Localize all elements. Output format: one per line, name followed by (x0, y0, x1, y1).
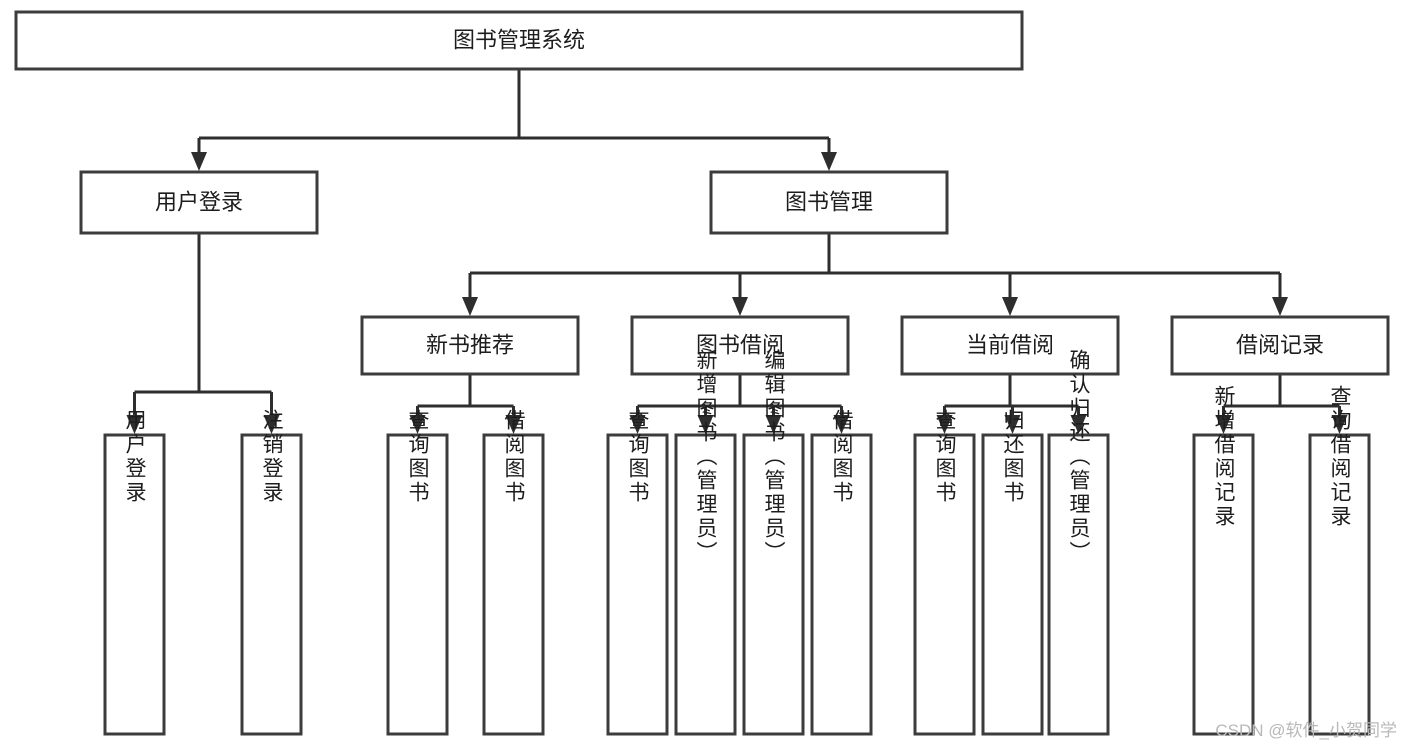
node-leaf-borrow-book-1[interactable]: 借阅图书 (482, 409, 545, 736)
node-user-login[interactable]: 用户登录 (79, 170, 319, 235)
node-label: 新增图书（管理员） (694, 349, 718, 565)
node-current-borrow[interactable]: 当前借阅 (900, 315, 1120, 376)
node-box (742, 433, 805, 736)
node-new-book-rec[interactable]: 新书推荐 (360, 315, 580, 376)
node-box (674, 433, 737, 736)
node-label: 借阅图书 (502, 409, 526, 505)
node-box (913, 433, 976, 736)
node-leaf-query-book-2[interactable]: 查询图书 (606, 409, 669, 736)
node-book-borrow[interactable]: 图书借阅 (630, 315, 850, 376)
node-box (981, 433, 1044, 736)
node-label: 借阅图书 (830, 409, 854, 505)
arrow-head-icon (505, 415, 522, 434)
arrow-head-icon (1070, 415, 1087, 434)
node-box (240, 433, 303, 736)
edge-group-user-login (126, 233, 280, 434)
node-box (1047, 433, 1110, 736)
arrow-head-icon (765, 415, 782, 434)
node-box (1192, 433, 1255, 736)
edge-group-book-borrow (629, 374, 850, 434)
node-box (709, 170, 949, 235)
node-label: 查询图书 (406, 409, 430, 505)
arrow-head-icon (1004, 415, 1021, 434)
arrow-head-icon (409, 415, 426, 434)
arrow-head-icon (462, 297, 478, 316)
node-leaf-return-book[interactable]: 归还图书 (981, 409, 1044, 736)
arrow-head-icon (191, 152, 207, 171)
node-label: 图书管理 (785, 189, 873, 214)
node-leaf-logout[interactable]: 注销登录 (240, 409, 303, 736)
connector-layer (126, 69, 1348, 434)
node-leaf-query-book-3[interactable]: 查询图书 (913, 409, 976, 736)
arrow-head-icon (1002, 297, 1018, 316)
arrow-head-icon (1272, 297, 1288, 316)
node-label: 编辑图书（管理员） (762, 349, 786, 565)
edge-group-borrow-record (1215, 374, 1348, 434)
node-box (810, 433, 873, 736)
arrow-head-icon (821, 152, 837, 171)
node-box (1170, 315, 1390, 376)
node-box (900, 315, 1120, 376)
node-box (14, 10, 1024, 71)
arrow-head-icon (697, 415, 714, 434)
node-box (386, 433, 449, 736)
node-label: 用户登录 (155, 189, 243, 214)
node-label: 查询图书 (933, 409, 957, 505)
node-borrow-record[interactable]: 借阅记录 (1170, 315, 1390, 376)
node-label: 借阅记录 (1236, 332, 1324, 357)
arrow-head-icon (1331, 415, 1348, 434)
edge-group-current-borrow (936, 374, 1087, 434)
arrow-head-icon (936, 415, 953, 434)
node-box (482, 433, 545, 736)
node-box (630, 315, 850, 376)
node-label: 归还图书 (1001, 409, 1025, 505)
node-leaf-confirm-return[interactable]: 确认归还（管理员） (1047, 349, 1110, 736)
node-book-manage[interactable]: 图书管理 (709, 170, 949, 235)
csdn-watermark: CSDN @软件_小贺同学 (1215, 721, 1397, 740)
node-label: 确认归还（管理员） (1067, 349, 1091, 565)
node-label: 用户登录 (123, 409, 147, 505)
node-box (103, 433, 166, 736)
edge-group-new-book-rec (409, 374, 522, 434)
node-label: 当前借阅 (966, 332, 1054, 357)
arrow-head-icon (833, 415, 850, 434)
node-root[interactable]: 图书管理系统 (14, 10, 1024, 71)
node-leaf-user-login[interactable]: 用户登录 (103, 409, 166, 736)
node-label: 查询借阅记录 (1328, 385, 1352, 529)
node-box (79, 170, 319, 235)
node-label: 注销登录 (260, 409, 284, 505)
node-leaf-borrow-book-2[interactable]: 借阅图书 (810, 409, 873, 736)
edge-group-book-manage (462, 233, 1288, 316)
node-label: 图书管理系统 (453, 27, 585, 52)
arrow-head-icon (263, 415, 280, 434)
node-leaf-query-record[interactable]: 查询借阅记录 (1308, 385, 1371, 736)
edge-group-root (191, 69, 837, 171)
node-leaf-edit-book[interactable]: 编辑图书（管理员） (742, 349, 805, 736)
node-leaf-query-book-1[interactable]: 查询图书 (386, 409, 449, 736)
node-label: 新增借阅记录 (1212, 385, 1236, 529)
node-leaf-add-record[interactable]: 新增借阅记录 (1192, 385, 1255, 736)
node-label: 新书推荐 (426, 332, 514, 357)
node-label: 图书借阅 (696, 332, 784, 357)
arrow-head-icon (1215, 415, 1232, 434)
node-box (360, 315, 580, 376)
node-box (1308, 433, 1371, 736)
arrow-head-icon (126, 415, 143, 434)
arrow-head-icon (629, 415, 646, 434)
node-leaf-add-book[interactable]: 新增图书（管理员） (674, 349, 737, 736)
node-box (606, 433, 669, 736)
node-layer: 图书管理系统用户登录图书管理新书推荐图书借阅当前借阅借阅记录用户登录注销登录查询… (14, 10, 1390, 736)
node-label: 查询图书 (626, 409, 650, 505)
arrow-head-icon (732, 297, 748, 316)
